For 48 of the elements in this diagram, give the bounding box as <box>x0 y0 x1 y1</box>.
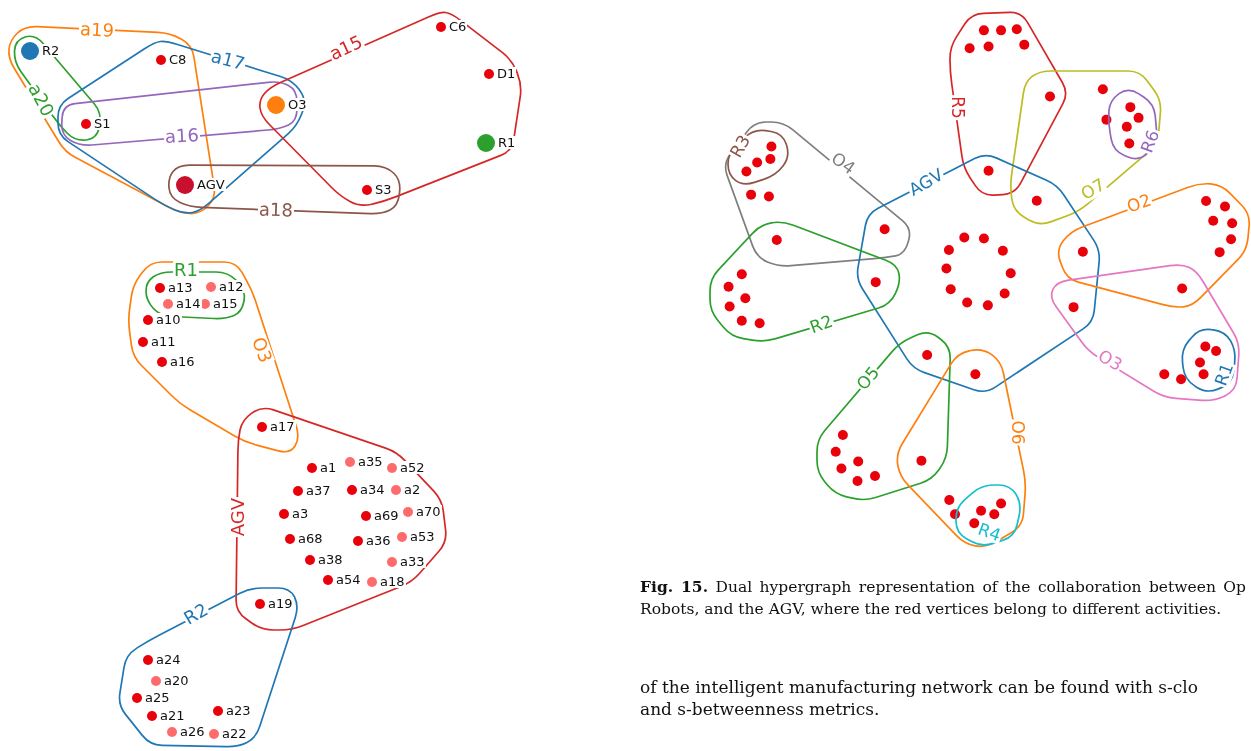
vertex-label: a2 <box>403 483 422 496</box>
vertex-label: a70 <box>415 505 442 518</box>
vertex-label: a15 <box>212 297 239 310</box>
vertex-label: a68 <box>297 532 324 545</box>
vertex-label: AGV <box>196 178 226 191</box>
vertex-label: R2 <box>41 44 61 57</box>
vertex-label: a18 <box>379 575 406 588</box>
vertex-label: a21 <box>159 709 186 722</box>
vertex-label: a22 <box>221 727 248 740</box>
vertex-label: S3 <box>374 183 393 196</box>
vertex-label: a52 <box>399 461 426 474</box>
vertex-label: a14 <box>175 297 202 310</box>
vertex-label: a3 <box>291 507 310 520</box>
vertex-label: a17 <box>269 420 296 433</box>
vertex-label: a12 <box>218 280 245 293</box>
vertex-label: a69 <box>373 509 400 522</box>
vertex-label: R1 <box>497 136 517 149</box>
vertex-label: a1 <box>319 461 338 474</box>
vertex-label: C8 <box>168 53 188 66</box>
vertex-label: a26 <box>179 725 206 738</box>
body-text: of the intelligent manufacturing network can be found with s-clo and s-betweenness metrics. <box>640 676 1199 720</box>
vertex-label: a20 <box>163 674 190 687</box>
vertex-label: a23 <box>225 704 252 717</box>
vertex-label: D1 <box>496 67 517 80</box>
vertex-label: a37 <box>305 484 332 497</box>
vertex-label: a10 <box>155 313 182 326</box>
vertex-label: a38 <box>317 553 344 566</box>
vertex-label: a13 <box>167 281 194 294</box>
vertex-label: a34 <box>359 483 386 496</box>
vertex-label: a33 <box>399 555 426 568</box>
hyperedge-label: R1 <box>173 261 199 279</box>
vertex-label: O3 <box>287 98 308 111</box>
vertex-label: a36 <box>365 534 392 547</box>
hyperedge-label: a19 <box>78 20 116 40</box>
vertex-label: a53 <box>409 530 436 543</box>
figure-caption: Fig. 15. Dual hypergraph representation of the collaboration between Op Robots, and the AGV, where the red vertices belong to different activities. <box>640 576 1246 620</box>
vertex-label: C6 <box>448 20 468 33</box>
hyperedge-label: a16 <box>163 126 201 146</box>
vertex-label: a19 <box>267 597 294 610</box>
vertex-label: a54 <box>335 573 362 586</box>
vertex-label: a16 <box>169 355 196 368</box>
vertex-label: a35 <box>357 455 384 468</box>
vertex-label: a11 <box>150 335 177 348</box>
vertex-label: a24 <box>155 653 182 666</box>
vertex-label: S1 <box>93 117 112 130</box>
hyperedge-label: R6 <box>1138 126 1163 156</box>
vertex-label: a25 <box>144 691 171 704</box>
hyperedge-label: a18 <box>257 200 295 220</box>
